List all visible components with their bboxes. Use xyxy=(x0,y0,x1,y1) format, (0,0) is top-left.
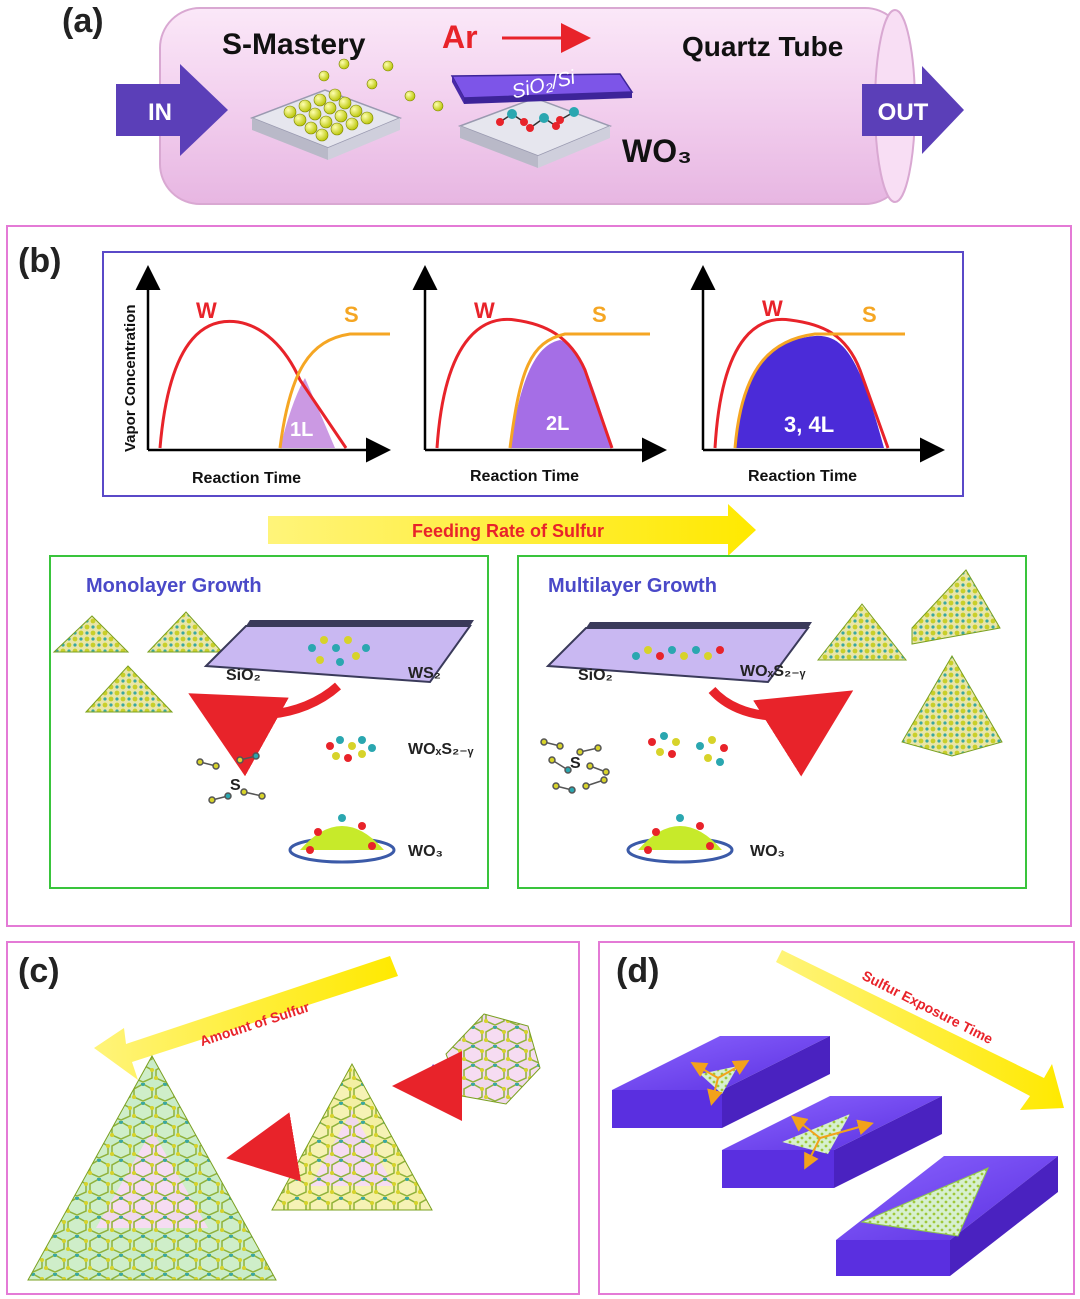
panel-b-label: (b) xyxy=(18,242,61,280)
in-label: IN xyxy=(148,99,172,126)
wo3-source-multi xyxy=(626,814,734,864)
wo3-label-multi: WO₃ xyxy=(750,843,785,860)
sulfur-chains-mono xyxy=(196,752,266,804)
amount-of-sulfur-arrow: Amount of Sulfur xyxy=(94,956,398,1080)
wo3-boat: SiO₂/Si xyxy=(450,66,634,168)
region-label-1: 1L xyxy=(290,419,313,441)
y-axis-label: Vapor Concentration xyxy=(122,304,139,452)
sulfur-boat xyxy=(249,88,403,160)
cluster-on-plate-multi xyxy=(632,646,724,660)
x-label-1: Reaction Time xyxy=(192,470,301,487)
panel-c-border xyxy=(6,941,580,1295)
s-curve-3 xyxy=(733,332,905,449)
w-curve-2 xyxy=(435,317,614,449)
x-label-2: Reaction Time xyxy=(470,468,579,485)
woxs-label-mono: WOₓS₂₋ᵧ xyxy=(408,741,474,758)
sio2-label-multi: SiO₂ xyxy=(578,667,613,684)
wo3-label: WO₃ xyxy=(622,133,692,169)
feeding-rate-arrow: Feeding Rate of Sulfur xyxy=(268,504,756,556)
w-label-3: W xyxy=(762,296,783,321)
chart-3: W S 3, 4L Reaction Time xyxy=(690,265,945,485)
s-curve-2 xyxy=(508,332,650,449)
chart-2: W S 2L Reaction Time xyxy=(412,265,667,485)
multi-growth-arrow xyxy=(708,686,854,777)
woxs-label-multi: WOₓS₂₋ᵧ xyxy=(740,663,806,680)
panel-c: (c) Amount of Sulfur xyxy=(6,941,580,1295)
chart-1: W S 1L Reaction Time xyxy=(135,265,391,487)
ws2-cluster-mono xyxy=(308,636,370,666)
woxs-cluster-multi xyxy=(648,732,728,766)
s-label-mono: S xyxy=(230,777,241,794)
substrate-plate-1 xyxy=(612,1036,830,1128)
growth-arrow-c-2 xyxy=(226,1112,302,1182)
s-label-1: S xyxy=(344,302,359,327)
ws2-flake-2 xyxy=(146,611,224,653)
out-arrow: OUT xyxy=(862,66,964,154)
multilayer-flake-2 xyxy=(911,569,1001,645)
region-label-3: 3, 4L xyxy=(784,412,834,437)
panel-d-border xyxy=(598,941,1075,1295)
flake-large xyxy=(860,1167,989,1237)
feeding-rate-label: Feeding Rate of Sulfur xyxy=(412,521,604,541)
multilayer-flake-3 xyxy=(901,655,1003,757)
panel-b-border xyxy=(6,225,1072,927)
ws2-flake-1 xyxy=(52,615,130,653)
nucleation-cluster xyxy=(445,1013,541,1105)
s-label-3: S xyxy=(862,302,877,327)
panel-b: (b) Vapor Concentration W S 1L Reaction … xyxy=(6,225,1072,927)
quartz-tube-label: Quartz Tube xyxy=(682,31,843,62)
ws2-flake-3 xyxy=(84,665,174,713)
out-label: OUT xyxy=(878,99,929,126)
sulfur-exposure-arrow: Sulfur Exposure Time xyxy=(776,950,1064,1110)
s-label-2: S xyxy=(592,302,607,327)
in-arrow: IN xyxy=(116,64,228,156)
s-curve-1 xyxy=(278,332,390,449)
wo3-source-mono xyxy=(288,814,396,864)
panel-a: (a) IN OUT S-Mastery Ar Quartz Tube xyxy=(62,2,964,205)
s-mastery-label: S-Mastery xyxy=(222,28,366,61)
intermediate-triangle-core xyxy=(310,1110,394,1186)
sulfur-vapor xyxy=(318,58,444,112)
sulfur-chains-multi xyxy=(540,738,610,794)
multilayer-title: Multilayer Growth xyxy=(548,575,717,597)
mono-growth-arrow xyxy=(188,682,341,777)
ws2-label: WS₂ xyxy=(408,665,441,682)
multilayer-flake-1 xyxy=(816,603,908,661)
monolayer-title: Monolayer Growth xyxy=(86,575,262,597)
substrate-plate-3 xyxy=(836,1156,1058,1276)
substrate-plate-2 xyxy=(722,1096,942,1188)
monolayer-box: Monolayer Growth SiO₂ WS₂ xyxy=(49,555,489,889)
wo3-label-mono: WO₃ xyxy=(408,843,443,860)
overlap-region-1 xyxy=(280,378,335,448)
growth-arrow-c-1 xyxy=(392,1050,463,1121)
sio2-label-mono: SiO₂ xyxy=(226,667,261,684)
w-label-1: W xyxy=(196,298,217,323)
s-label-multi: S xyxy=(570,755,581,772)
w-curve-3 xyxy=(713,317,890,449)
w-curve-1 xyxy=(158,319,348,449)
woxs-cluster-mono xyxy=(326,736,376,762)
overlap-region-3 xyxy=(735,335,884,448)
panel-d-label: (d) xyxy=(616,952,659,990)
large-triangle-core xyxy=(96,1130,208,1228)
panel-c-label: (c) xyxy=(18,952,60,990)
overlap-region-2 xyxy=(510,340,612,448)
w-label-2: W xyxy=(474,298,495,323)
multilayer-box: Multilayer Growth SiO₂ WOₓS₂₋ᵧ xyxy=(517,555,1027,889)
region-label-2: 2L xyxy=(546,413,569,435)
ar-label: Ar xyxy=(442,19,478,55)
panel-a-label: (a) xyxy=(62,2,104,40)
panel-d: (d) Sulfur Exposure Time xyxy=(598,941,1075,1295)
x-label-3: Reaction Time xyxy=(748,468,857,485)
